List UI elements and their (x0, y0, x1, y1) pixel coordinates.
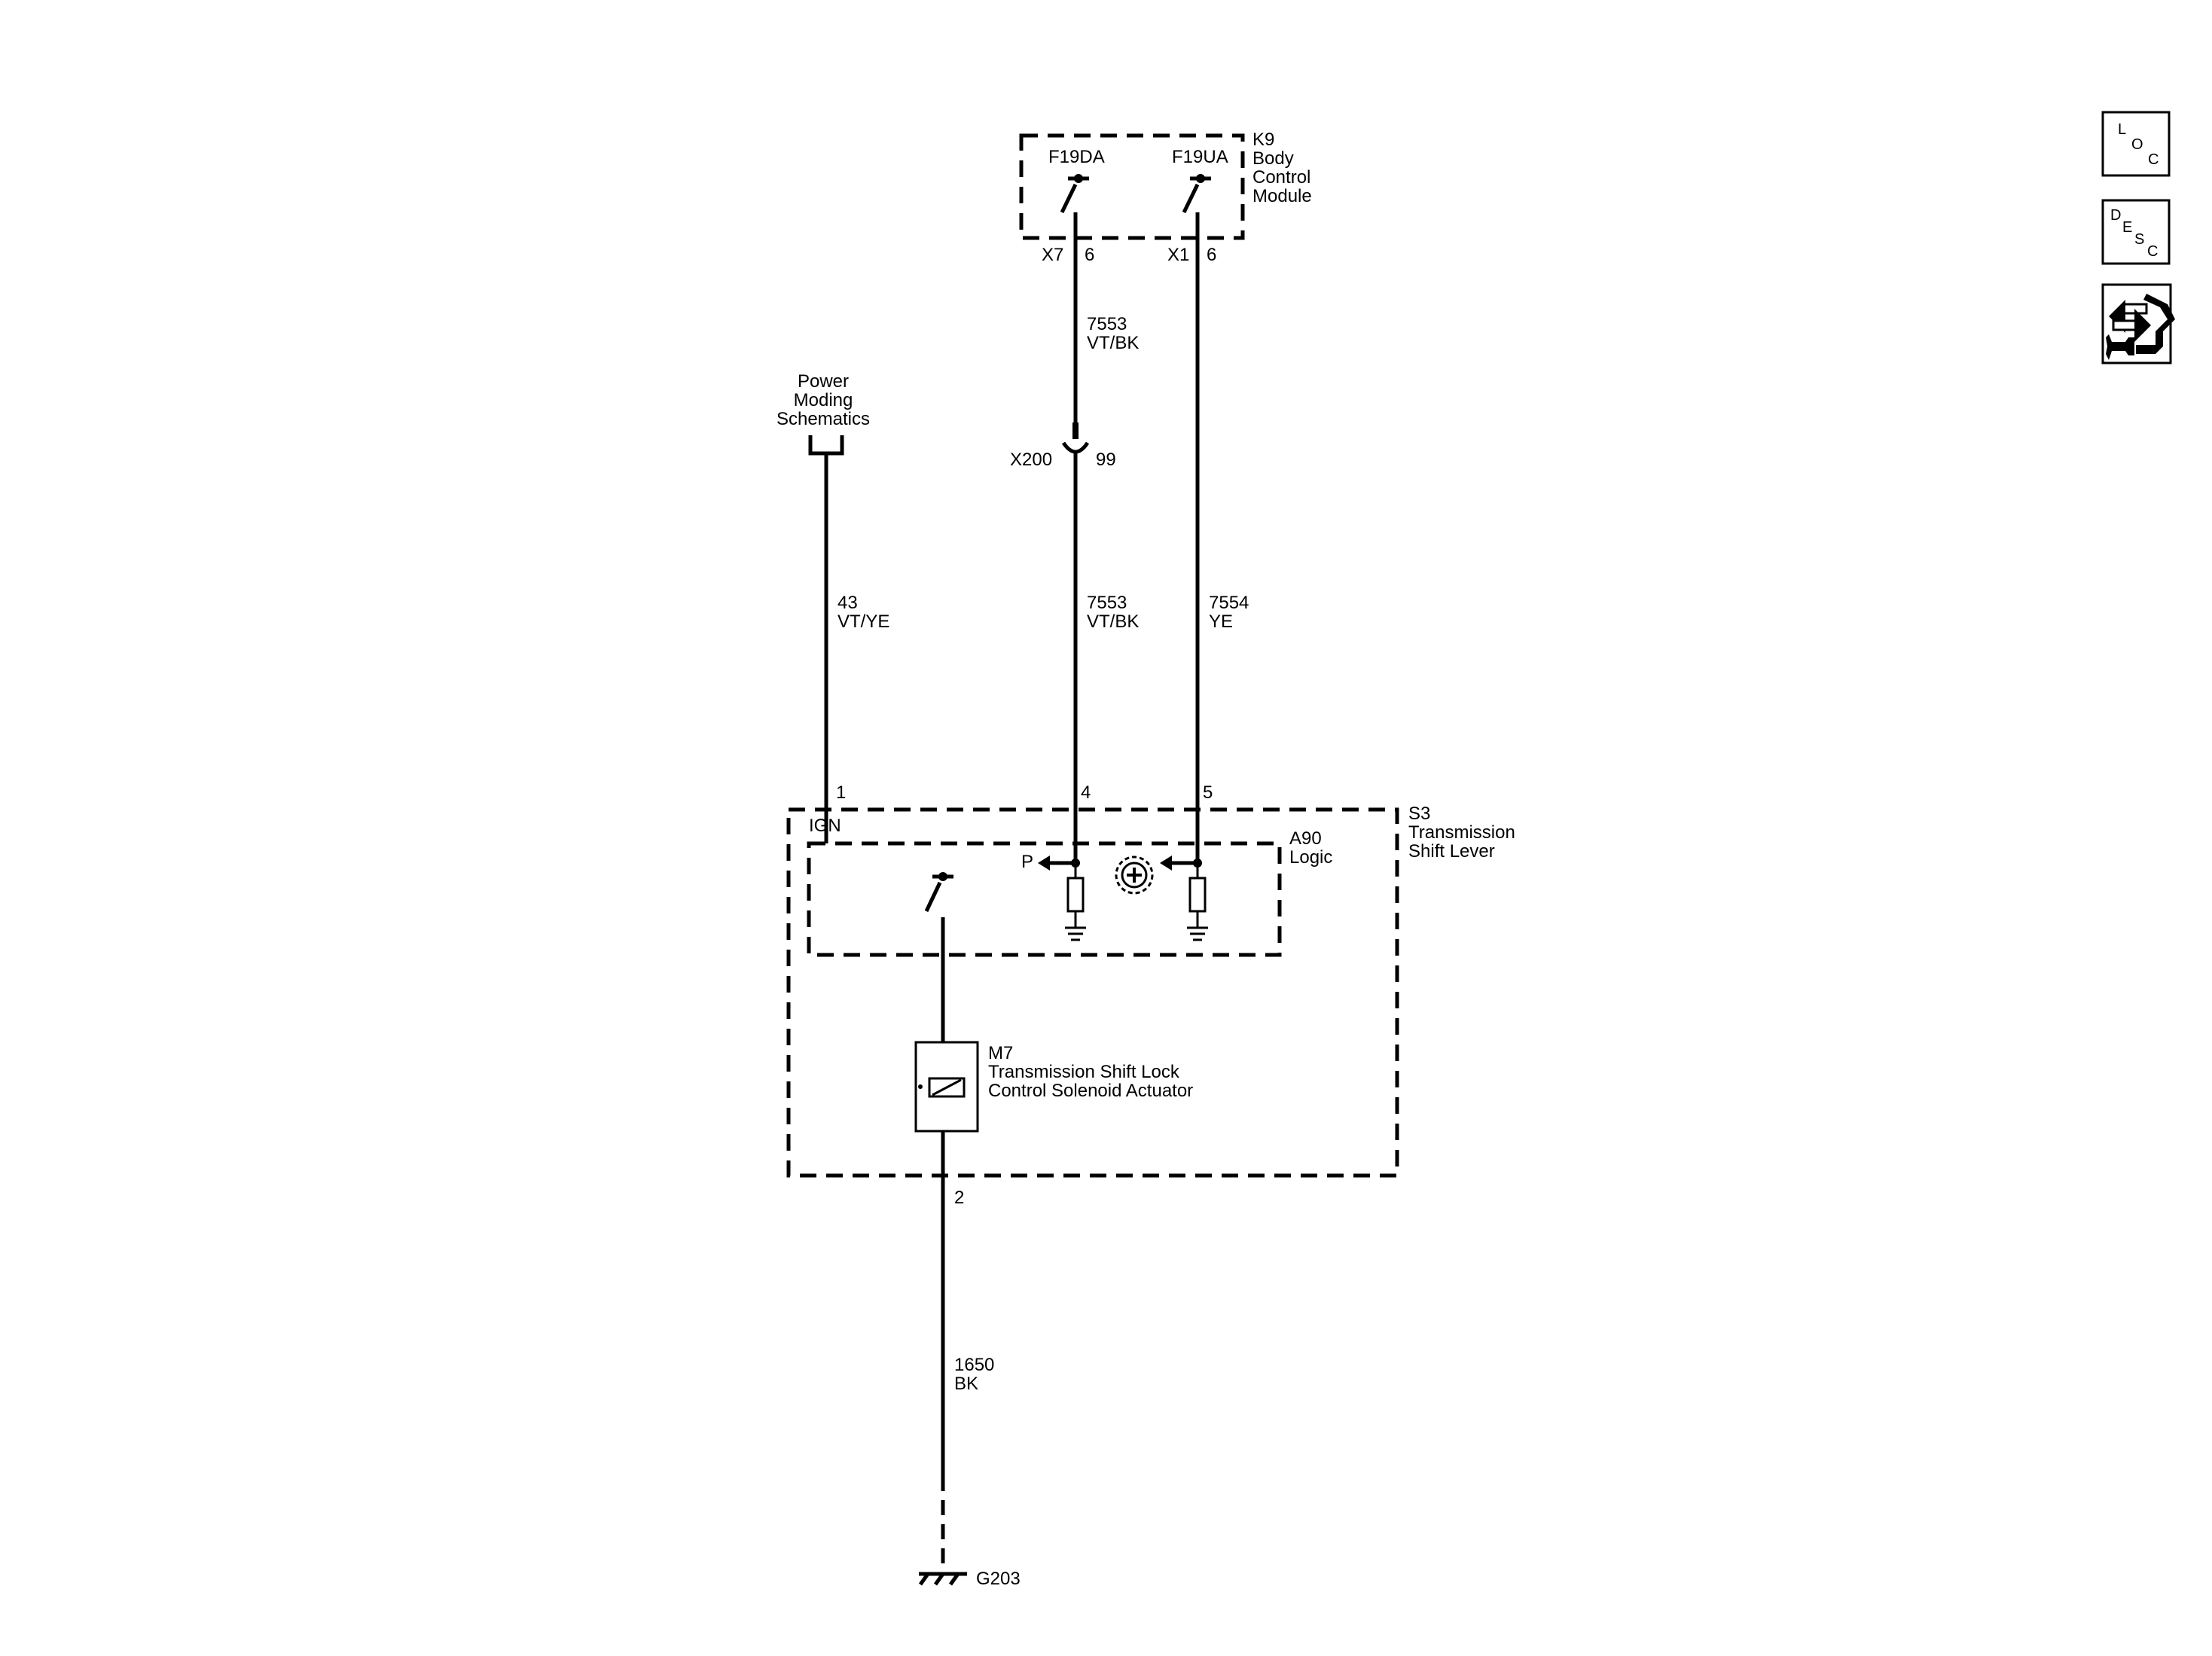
ground-hatch (933, 1572, 945, 1586)
k9-left-pin: 6 (1085, 245, 1094, 265)
switch-blade (1060, 183, 1078, 214)
s3-pin-lock: 5 (1203, 782, 1213, 803)
ground-g203: G203 (918, 1569, 1021, 1589)
s3-module-name-line-2: Shift Lever (1408, 841, 1495, 862)
wire-43-color: VT/YE (838, 611, 889, 632)
lock-resistor (1188, 877, 1207, 913)
wire-7553-upper-color: VT/BK (1087, 333, 1139, 353)
connector-pin (1072, 422, 1079, 439)
loc-letter-3: C (2148, 151, 2159, 168)
wire-43-number: 43 (838, 593, 858, 613)
desc-letter-4: C (2147, 243, 2158, 260)
m7-coil-diagonal (932, 1078, 962, 1096)
connector-socket (1061, 441, 1090, 454)
desc-button[interactable]: D E S C (2101, 199, 2171, 265)
wire-7553-lower-number: 7553 (1087, 593, 1127, 613)
power-moding-reference: Power Moding Schematics (776, 371, 870, 456)
a90-outline (807, 841, 1282, 957)
switch-blade (1182, 183, 1200, 214)
power-moding-line-1: Power (798, 371, 849, 392)
park-input-label: P (1021, 852, 1033, 872)
a90-logic: A90 Logic P (807, 828, 1332, 957)
m7-mechanical-dot (918, 1084, 923, 1089)
power-moding-bracket (808, 435, 844, 456)
loc-letter-2: O (2131, 136, 2143, 153)
m7-name-line-2: Control Solenoid Actuator (988, 1081, 1193, 1101)
s3-pin-ign: 1 (836, 782, 846, 803)
loc-letter-1: L (2118, 121, 2126, 138)
lock-input-arrow (1160, 855, 1172, 871)
gear-icon (1115, 855, 1154, 895)
a90-id: A90 (1289, 828, 1322, 849)
m7-outline (914, 1041, 979, 1133)
x200-inline-connector: X200 99 (1010, 422, 1116, 470)
wire-1650-number: 1650 (954, 1355, 994, 1375)
wire-1650-color: BK (954, 1374, 978, 1394)
switch-blade (924, 881, 942, 913)
m7-id: M7 (988, 1043, 1013, 1063)
k9-right-pin: 6 (1207, 245, 1216, 265)
switch-pivot-dot (1074, 174, 1083, 183)
k9-left-connector: X7 (1042, 245, 1063, 265)
s3-module-id: S3 (1408, 804, 1430, 824)
x200-connector-pin: 99 (1096, 450, 1116, 470)
switch-pivot-dot (938, 872, 947, 881)
park-resistor (1066, 877, 1085, 913)
k9-module-outline (1019, 133, 1245, 240)
k9-output-left-label: F19DA (1048, 147, 1105, 167)
k9-output-right-label: F19UA (1172, 147, 1228, 167)
power-moding-line-2: Moding (794, 390, 853, 410)
loc-button[interactable]: L O C (2101, 111, 2171, 177)
k9-module-name-line-1: Body (1252, 148, 1294, 169)
switch-pivot-dot (1196, 174, 1205, 183)
k9-module-name-line-2: Control (1252, 167, 1310, 188)
s3-transmission-shift-lever: S3 Transmission Shift Lever 1 4 5 IGN A9… (786, 782, 1515, 1178)
wire-7553-lower-color: VT/BK (1087, 611, 1139, 632)
desc-letter-1: D (2110, 207, 2121, 224)
park-input-arrow (1038, 855, 1050, 871)
k9-module-name-line-3: Module (1252, 186, 1312, 206)
k9-right-connector: X1 (1167, 245, 1189, 265)
wire-7553-upper-number: 7553 (1087, 314, 1127, 334)
k9-body-control-module: K9 Body Control Module F19DA F19UA X7 6 … (1019, 130, 1312, 265)
m7-coil (928, 1077, 966, 1098)
s3-module-outline (786, 807, 1399, 1178)
s3-pin-park: 4 (1081, 782, 1091, 803)
a90-name: Logic (1289, 847, 1332, 868)
ground-hatch (948, 1572, 960, 1586)
power-moding-line-3: Schematics (776, 409, 870, 429)
ground-hatch (918, 1572, 930, 1586)
wire-7554-number: 7554 (1209, 593, 1249, 613)
desc-letter-2: E (2122, 219, 2132, 236)
s3-pin-ground: 2 (954, 1188, 964, 1208)
m7-name-line-1: Transmission Shift Lock (988, 1062, 1180, 1082)
s3-module-name-line-1: Transmission (1408, 822, 1515, 843)
wire-7554-color: YE (1209, 611, 1233, 632)
m7-solenoid-actuator: M7 Transmission Shift Lock Control Solen… (914, 1041, 1193, 1133)
x200-connector-id: X200 (1010, 450, 1052, 470)
connector-repair-icon[interactable] (2101, 283, 2175, 364)
desc-letter-3: S (2134, 231, 2144, 248)
k9-module-id: K9 (1252, 130, 1274, 150)
ground-id: G203 (976, 1569, 1021, 1589)
